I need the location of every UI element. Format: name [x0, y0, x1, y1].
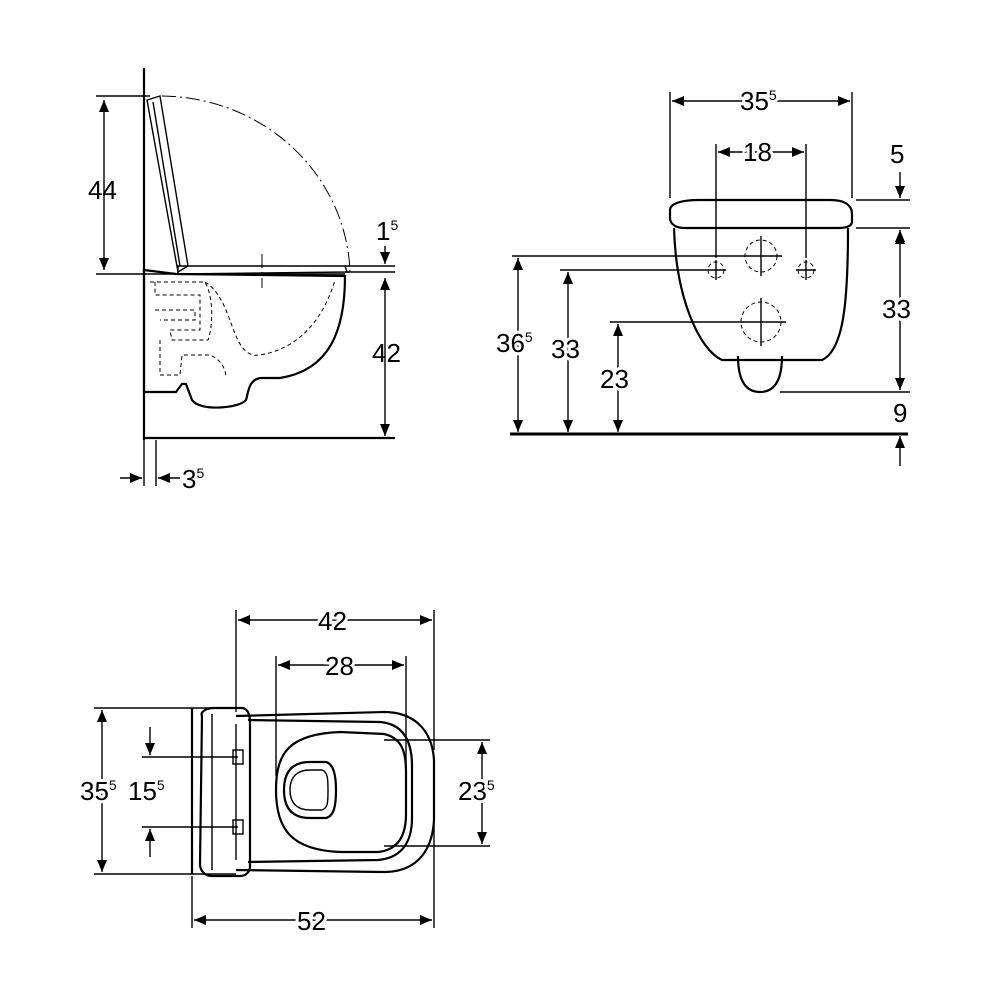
- fixing-hole-left: [706, 260, 726, 280]
- dim-fixing-height: 33: [551, 334, 580, 364]
- front-view: 355 18 5 33 9 365 33 23: [493, 83, 914, 466]
- dim-bowl-length: 42: [318, 606, 347, 636]
- trap-hidden-lines: [150, 281, 213, 341]
- bowl-opening: [274, 730, 408, 854]
- top-seat-outline: [235, 710, 436, 874]
- dim-bowl-height: 33: [882, 294, 911, 324]
- dim-seat-height: 44: [88, 175, 117, 205]
- top-seat-inner: [247, 718, 414, 864]
- dim-top-overall-width: 355: [80, 776, 117, 806]
- lid-swing-arc: [161, 95, 351, 273]
- water-inlet: [740, 236, 782, 276]
- dim-overall-width: 355: [740, 86, 777, 116]
- dim-water-inlet-height: 365: [496, 328, 533, 358]
- dim-overall-depth: 52: [297, 906, 326, 936]
- dim-base-clearance: 9: [893, 398, 907, 428]
- dim-rim-height: 42: [372, 338, 401, 368]
- dim-drain-height: 23: [600, 364, 629, 394]
- top-view: 42 28 355 155 235 52: [77, 603, 498, 939]
- dim-hinge-spacing: 155: [128, 776, 165, 806]
- dim-wall-offset: 35: [182, 464, 204, 494]
- front-seat-shape: [668, 198, 854, 230]
- lid-shape: [146, 95, 189, 274]
- front-drain-spigot: [736, 355, 784, 394]
- side-view: 44 15 42 35: [88, 68, 401, 494]
- dim-seat-top-offset: 5: [890, 139, 904, 169]
- dim-opening-width: 235: [458, 776, 495, 806]
- dim-seat-gap: 15: [376, 216, 398, 246]
- dim-fixing-spacing: 18: [743, 137, 772, 167]
- front-bowl-outline: [672, 227, 850, 362]
- drain-hole: [282, 760, 338, 820]
- drain-outlet: [736, 298, 786, 346]
- bowl-outline: [142, 268, 347, 409]
- dim-opening-length: 28: [325, 651, 354, 681]
- fixing-hole-right: [796, 260, 816, 280]
- hinge-block: [198, 706, 252, 878]
